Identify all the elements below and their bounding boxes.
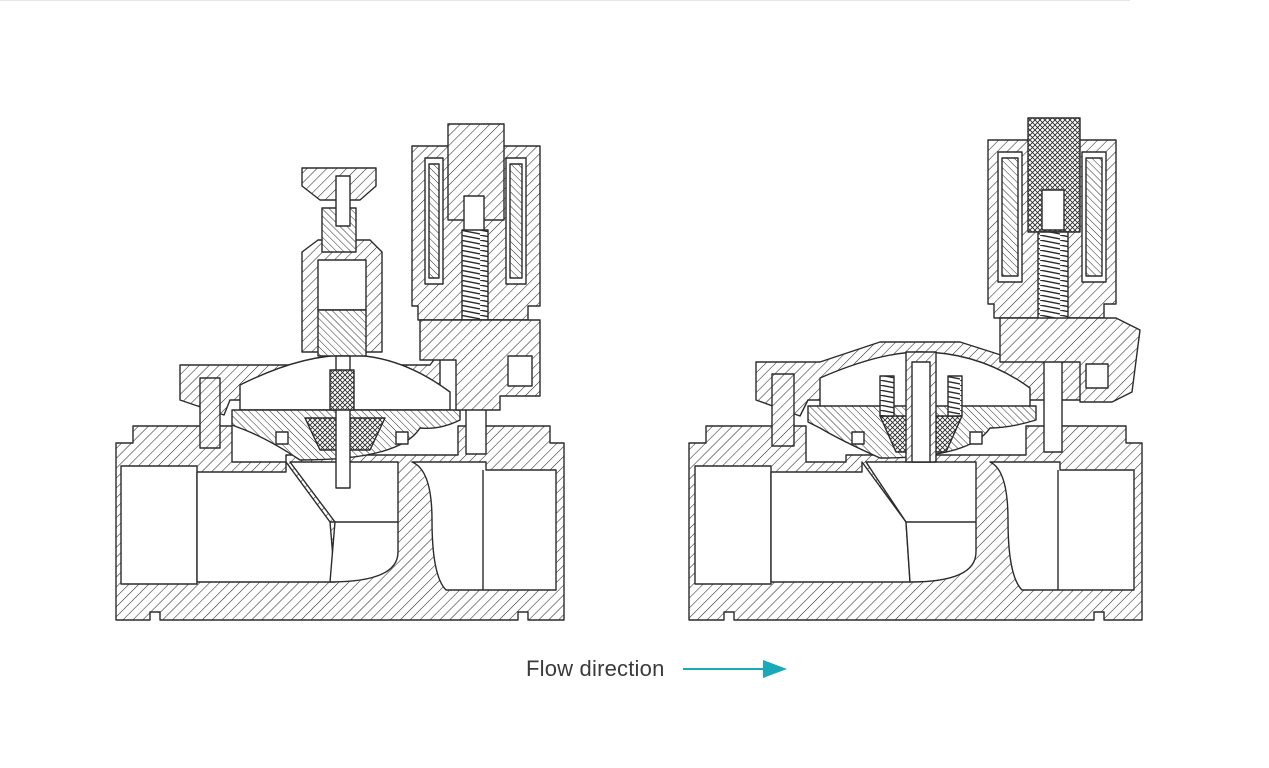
- left-inlet-bore: [120, 465, 198, 585]
- left-solenoid-plunger-top: [447, 123, 505, 221]
- top-divider: [0, 0, 1130, 1]
- left-outlet-bore: [411, 461, 557, 591]
- right-outlet-bore: [989, 461, 1135, 591]
- flow-direction-arrow-icon: [682, 660, 787, 678]
- flow-direction-legend: Flow direction: [526, 652, 791, 686]
- right-valve-section: [688, 117, 1143, 621]
- left-valve-section: [115, 123, 565, 621]
- flow-direction-label: Flow direction: [526, 656, 665, 681]
- right-solenoid-armature: [1027, 117, 1081, 233]
- right-inlet-bore: [694, 465, 772, 585]
